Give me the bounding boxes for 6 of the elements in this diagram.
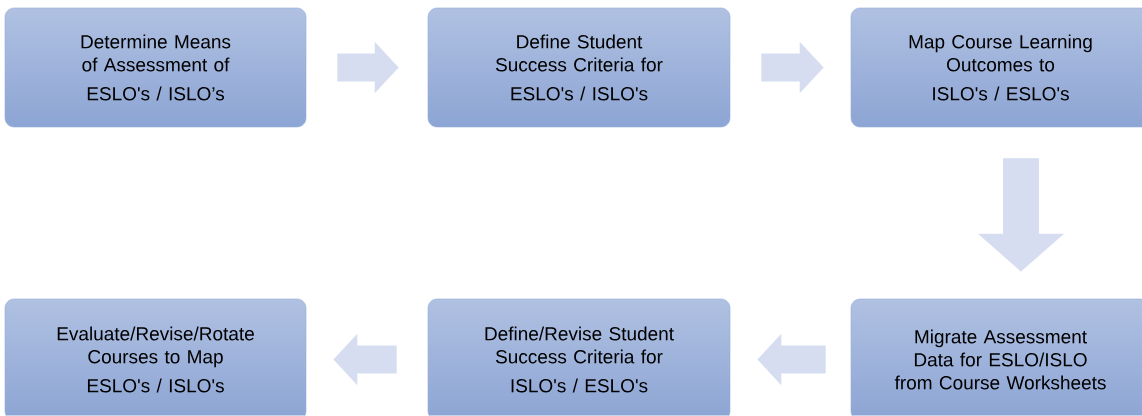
process-box: Determine Means of Assessment of ESLO's / ISLO’s xyxy=(4,7,307,128)
process-box: Evaluate/Revise/Rotate Courses to Map ESLO's / ISLO's xyxy=(4,298,307,416)
process-box: Map Course Learning Outcomes to ISLO's / ESLO's xyxy=(850,7,1142,128)
process-box: Define Student Success Criteria for ESLO's / ISLO's xyxy=(427,7,731,128)
process-box: Define/Revise Student Success Criteria for ISLO's / ESLO's xyxy=(427,298,731,416)
process-box: Migrate Assessment Data for ESLO/ISLO from Course Worksheets xyxy=(850,298,1142,416)
